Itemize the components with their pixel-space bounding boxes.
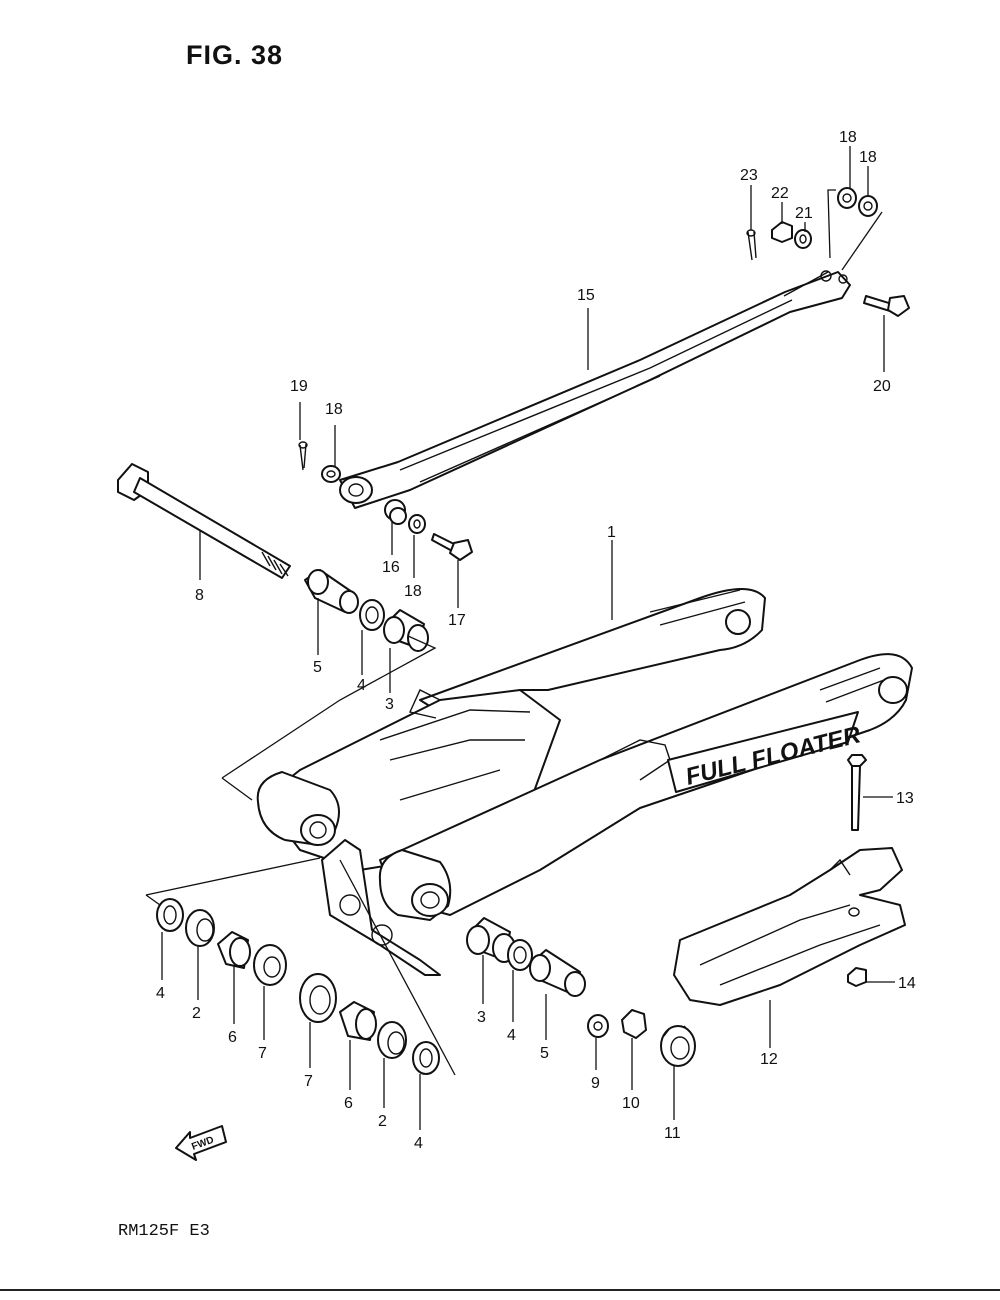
callout-5-upper: 5	[313, 659, 322, 676]
callout-14: 14	[898, 975, 916, 992]
pivot-bolt-8	[117, 463, 291, 579]
callout-19: 19	[290, 378, 308, 395]
callout-9: 9	[591, 1075, 600, 1092]
callout-2-lower-mid: 2	[378, 1113, 387, 1130]
washer-18-upper-b	[858, 195, 878, 217]
nut-22	[771, 221, 793, 243]
swingarm-1: FULL FLOATER	[256, 588, 913, 976]
callout-1: 1	[607, 524, 616, 541]
callout-10: 10	[622, 1095, 640, 1112]
washer-18-mid	[408, 514, 426, 534]
callout-12: 12	[760, 1051, 778, 1068]
callout-4-lower-left: 4	[156, 985, 165, 1002]
assembly-guide-lines	[145, 189, 883, 1076]
callout-3-upper: 3	[385, 696, 394, 713]
bushing-16	[384, 499, 407, 525]
callout-18-left: 18	[325, 401, 343, 418]
collar-5-lower	[529, 949, 586, 997]
spacer-6-lower-mid	[339, 1001, 377, 1041]
callout-18-mid: 18	[404, 583, 422, 600]
bolt-20	[863, 295, 910, 317]
callout-22: 22	[771, 185, 789, 202]
bolt-17	[431, 533, 473, 561]
callout-21: 21	[795, 205, 813, 222]
seal-4-upper	[359, 599, 385, 631]
bottom-rule	[0, 1289, 1000, 1291]
cotter-pin-23	[746, 229, 757, 261]
washer-18-upper-a	[837, 187, 857, 209]
callout-2-lower-left: 2	[192, 1005, 201, 1022]
seal-4-lower-mid	[412, 1041, 440, 1075]
callout-16: 16	[382, 559, 400, 576]
washer-9	[587, 1014, 609, 1038]
callout-20: 20	[873, 378, 891, 395]
chain-guard-12	[673, 847, 906, 1006]
callout-7-lower-left: 7	[258, 1045, 267, 1062]
callout-17: 17	[448, 612, 466, 629]
callout-3-lower: 3	[477, 1009, 486, 1026]
callout-6-lower-mid: 6	[344, 1095, 353, 1112]
callout-18-upper-b: 18	[859, 149, 877, 166]
callout-4-lower-mid: 4	[414, 1135, 423, 1152]
cap-7-lower-left	[253, 944, 287, 986]
figure-title: FIG. 38	[186, 40, 284, 70]
callout-8: 8	[195, 587, 204, 604]
seal-4-lower-left	[156, 898, 184, 932]
leader-lines	[161, 146, 895, 1130]
callout-18-upper-a: 18	[839, 129, 857, 146]
bearing-3-lower	[466, 917, 516, 963]
seal-4-lower-right	[507, 939, 533, 971]
callout-7-lower-mid: 7	[304, 1073, 313, 1090]
castle-nut-11	[660, 1025, 696, 1067]
collar-5-upper	[304, 569, 359, 614]
callout-labels: 1 15 8 5 4 3 16 18 17 19 18 23 22 21 18 …	[156, 129, 916, 1152]
tension-rod-15	[339, 270, 851, 509]
nut-14	[847, 967, 867, 987]
callout-23: 23	[740, 167, 758, 184]
nut-10	[621, 1009, 647, 1039]
spacer-6-lower-left	[217, 931, 251, 969]
callout-4-lower-right: 4	[507, 1027, 516, 1044]
callout-11: 11	[664, 1125, 681, 1142]
callout-13: 13	[896, 790, 914, 807]
callout-5-lower: 5	[540, 1045, 549, 1062]
bearing-3-upper	[383, 609, 429, 652]
bolt-13	[847, 754, 867, 831]
collar-2-lower-left	[185, 909, 215, 947]
collar-2-lower-mid	[377, 1021, 407, 1059]
callout-15: 15	[577, 287, 595, 304]
washer-21	[794, 229, 812, 249]
fwd-arrow-icon: FWD	[175, 1125, 227, 1161]
callout-6-lower-left: 6	[228, 1029, 237, 1046]
callout-4-upper: 4	[357, 677, 366, 694]
cap-7-lower-mid	[299, 973, 337, 1023]
washer-18-left	[321, 465, 341, 483]
cotter-pin-19	[298, 441, 308, 471]
model-code: RM125F E3	[118, 1222, 210, 1241]
